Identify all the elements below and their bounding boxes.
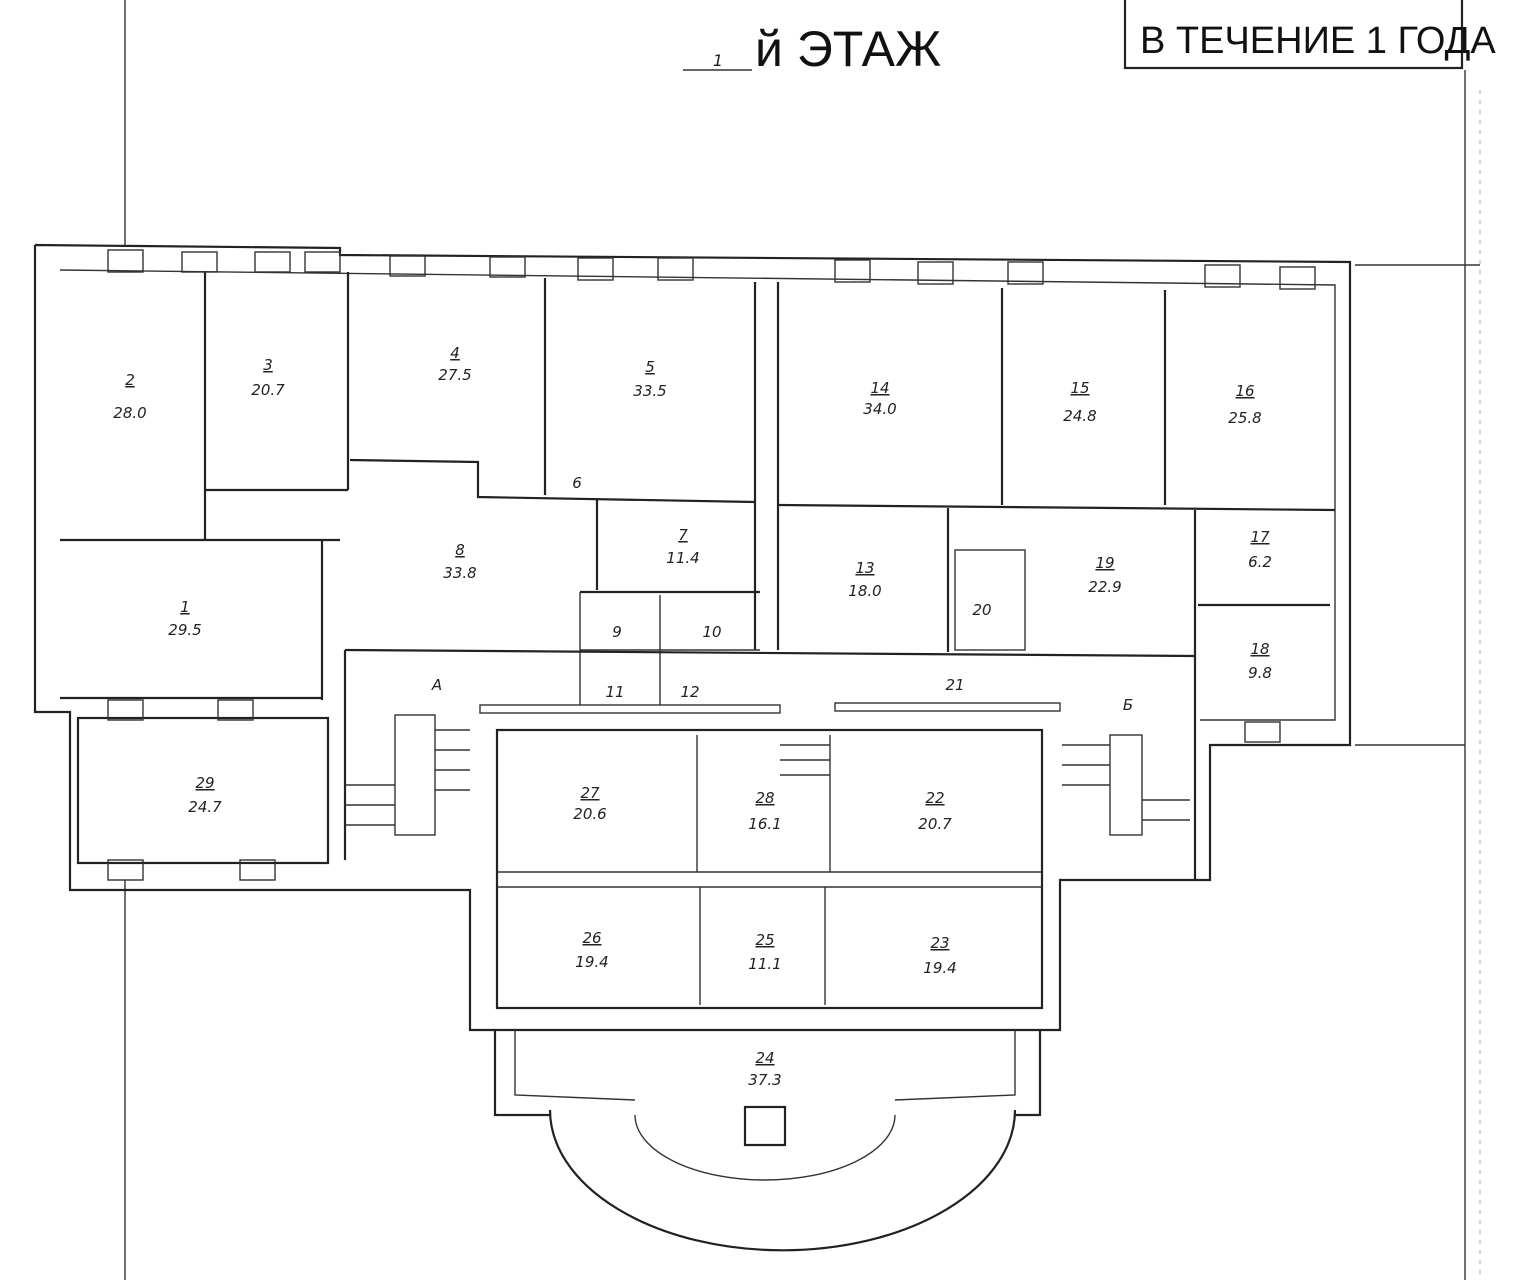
room-number: 24 (755, 1049, 774, 1067)
room-number: 13 (855, 559, 874, 577)
room-number: 21 (945, 676, 964, 694)
floor-title: й ЭТАЖ (755, 21, 941, 77)
room-area: 11.4 (666, 549, 699, 567)
room-area: 19.4 (923, 959, 956, 977)
room-number: 6 (572, 474, 582, 492)
stamp-box (1123, 0, 1464, 70)
room-number: 28 (755, 789, 774, 807)
room-number: 29 (195, 774, 214, 792)
room-number: 9 (612, 623, 622, 641)
room-number: 3 (263, 356, 273, 374)
room-area: 6.2 (1248, 553, 1272, 571)
room-number: 18 (1250, 640, 1269, 658)
outer-walls (33, 243, 1352, 1032)
room-area: 24.8 (1063, 407, 1096, 425)
room-area: 29.5 (168, 621, 201, 639)
room-area: 18.0 (848, 582, 881, 600)
room-area: 19.4 (575, 953, 608, 971)
room-area: 9.8 (1248, 664, 1272, 682)
porch (493, 1030, 1042, 1252)
windows (107, 249, 1316, 881)
room-number: 17 (1250, 528, 1270, 546)
room-area: 33.8 (443, 564, 476, 582)
room-number: 1 (180, 598, 190, 616)
room-area: 37.3 (748, 1071, 781, 1089)
room-number: 10 (702, 623, 721, 641)
room-number: 7 (678, 526, 688, 544)
room-number: 2 (125, 371, 135, 389)
room-number: 19 (1095, 554, 1114, 572)
room-number: 4 (450, 344, 460, 362)
room-number: 25 (755, 931, 774, 949)
room-area: 22.9 (1088, 578, 1121, 596)
stamp-text: В ТЕЧЕНИЕ 1 ГОДА (1140, 20, 1496, 62)
room-number: 15 (1070, 379, 1089, 397)
room-number: 8 (455, 541, 465, 559)
room-labels: 2 28.0 3 20.7 4 27.5 5 33.5 6 1 29.5 7 1… (113, 344, 1272, 1089)
room-number: 22 (925, 789, 944, 807)
staircase-a-label: А (431, 676, 442, 694)
room-area: 33.5 (633, 382, 666, 400)
room-area: 27.5 (438, 366, 471, 384)
floor-number: 1 (713, 51, 723, 70)
staircase-b (780, 734, 1190, 836)
room-area: 24.7 (188, 798, 222, 816)
room-number: 5 (645, 358, 655, 376)
room-number: 26 (582, 929, 601, 947)
room-number: 14 (870, 379, 889, 397)
room-area: 20.6 (573, 805, 606, 823)
room-number: 23 (930, 934, 949, 952)
room-area: 11.1 (748, 955, 781, 973)
column-base (743, 1105, 787, 1147)
room-number: 16 (1235, 382, 1254, 400)
room-area: 28.0 (113, 404, 146, 422)
room-area: 34.0 (863, 400, 896, 418)
room-number: 12 (680, 683, 699, 701)
room-number: 27 (580, 784, 600, 802)
room-number: 20 (972, 601, 991, 619)
staircase-b-label: Б (1123, 696, 1133, 714)
room-area: 20.7 (918, 815, 952, 833)
room-area: 25.8 (1228, 409, 1261, 427)
room-area: 20.7 (251, 381, 285, 399)
room-number: 11 (605, 683, 624, 701)
staircase-a (345, 714, 470, 836)
room-area: 16.1 (748, 815, 781, 833)
